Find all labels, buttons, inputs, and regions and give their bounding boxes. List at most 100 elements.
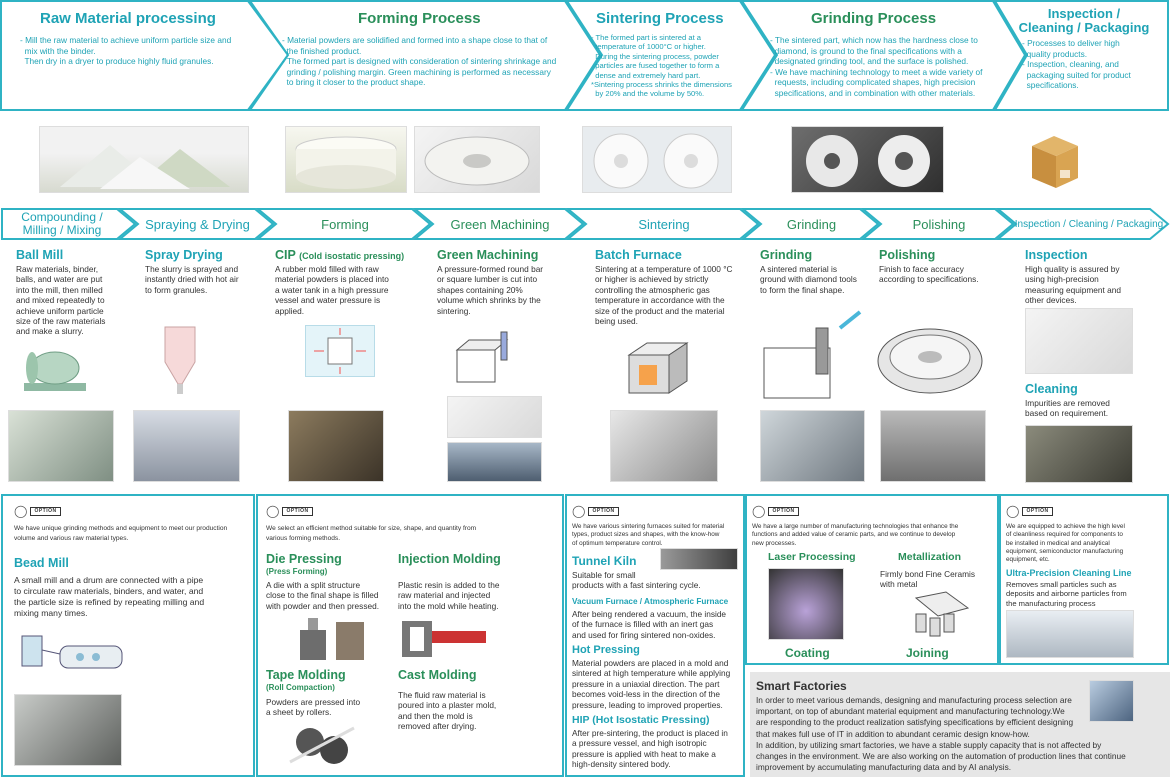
die-pressing-subtitle: (Press Forming) xyxy=(266,567,328,576)
grinding-title: Grinding xyxy=(760,248,813,262)
option-label-2: ◯OPTION xyxy=(266,505,313,517)
ball-mill-photo xyxy=(8,410,114,482)
grinding-process-desc: - The sintered part, which now has the h… xyxy=(770,35,983,98)
raw-material-desc: - Mill the raw material to achieve unifo… xyxy=(20,35,232,66)
injection-molding-title: Injection Molding xyxy=(398,552,501,566)
forming-options-intro: We select an efficient method suitable f… xyxy=(266,525,477,542)
spray-dryer-photo xyxy=(133,410,240,482)
polishing-illustration xyxy=(875,315,985,397)
ball-mill-desc: Raw materials, binder,balls, and water a… xyxy=(16,264,106,337)
cleaning-options-intro: We are equipped to achieve the high leve… xyxy=(1006,523,1125,564)
inspection-process-title: Inspection /Cleaning / Packaging xyxy=(1018,6,1150,35)
option-box-sintering xyxy=(565,494,745,777)
hot-pressing-desc: Material powders are placed in a mold an… xyxy=(572,658,731,710)
option-box-bead-mill xyxy=(1,494,255,777)
option-label-1: ◯OPTION xyxy=(14,505,61,517)
forming-process-desc: - Material powders are solidified and fo… xyxy=(282,35,557,87)
cip-illustration xyxy=(305,325,375,377)
vacuum-furnace-title: Vacuum Furnace / Atmospheric Furnace xyxy=(572,597,729,606)
step-polishing: Polishing xyxy=(912,217,966,232)
batch-furnace-photo xyxy=(610,410,718,482)
grinding-process-title: Grinding Process xyxy=(811,10,937,27)
step-grinding: Grinding xyxy=(786,217,837,232)
tunnel-kiln-photo xyxy=(660,548,738,570)
inspection-photo xyxy=(1025,308,1133,374)
inspection-title: Inspection xyxy=(1025,248,1088,262)
smart-factories-title: Smart Factories xyxy=(756,679,847,693)
sintering-options-intro: We have various sintering furnaces suite… xyxy=(572,523,725,547)
green-machined-part-photo xyxy=(414,126,540,193)
ball-mill-title: Ball Mill xyxy=(16,248,64,262)
step-sintering: Sintering xyxy=(638,217,690,232)
cardboard-box-icon xyxy=(1024,126,1084,194)
green-machining-equipment-photo xyxy=(447,442,542,482)
option-label-3: ◯OPTION xyxy=(572,505,619,517)
grinding-illustration xyxy=(760,308,865,400)
tape-molding-illustration xyxy=(288,718,356,768)
tape-molding-subtitle: (Roll Compaction) xyxy=(266,683,335,692)
option-label-4: ◯OPTION xyxy=(752,505,799,517)
process-chevrons xyxy=(0,0,1169,111)
spray-drying-title: Spray Drying xyxy=(145,248,223,262)
inspection-process-desc: - Processes to deliver high quality prod… xyxy=(1022,38,1131,90)
injection-molding-illustration xyxy=(400,617,490,661)
smart-factories-desc: In order to meet various demands, design… xyxy=(756,695,1126,773)
batch-furnace-illustration xyxy=(625,335,703,395)
vacuum-furnace-desc: After being rendered a vacuum, the insid… xyxy=(572,609,727,640)
grinding-photo xyxy=(760,410,865,482)
spray-dryer-illustration xyxy=(160,322,200,397)
lightbulb-icon: ◯ xyxy=(14,504,28,518)
polishing-photo xyxy=(880,410,986,482)
cleaning-line-photo xyxy=(1006,610,1134,658)
step-compounding: Compounding /Milling / Mixing xyxy=(21,210,103,237)
ultra-precision-cleaning-title: Ultra-Precision Cleaning Line xyxy=(1006,568,1132,578)
ball-mill-illustration xyxy=(20,348,90,393)
lightbulb-icon: ◯ xyxy=(266,504,280,518)
cleaning-title: Cleaning xyxy=(1025,382,1078,396)
lightbulb-icon: ◯ xyxy=(572,504,586,518)
robot-photo xyxy=(1089,680,1134,722)
cleaning-photo xyxy=(1025,425,1133,483)
option-label-5: ◯OPTION xyxy=(1006,505,1053,517)
step-inspection: Inspection / Cleaning / Packaging xyxy=(1014,219,1164,230)
joining-label: Joining xyxy=(906,646,949,660)
bead-mill-photo xyxy=(14,694,122,766)
polishing-title: Polishing xyxy=(879,248,936,262)
option-box-forming xyxy=(256,494,564,777)
green-machining-illustration xyxy=(455,330,535,385)
hip-desc: After pre-sintering, the product is plac… xyxy=(572,728,728,770)
cast-molding-title: Cast Molding xyxy=(398,668,477,682)
die-pressing-illustration xyxy=(296,616,368,664)
cip-title: CIP (Cold isostatic pressing) xyxy=(275,248,405,262)
green-machining-title: Green Machining xyxy=(437,248,539,262)
option-box-cleaning xyxy=(999,494,1169,665)
die-pressing-title: Die Pressing xyxy=(266,552,342,566)
green-machined-part-closeup-photo xyxy=(447,396,542,438)
lightbulb-icon: ◯ xyxy=(752,504,766,518)
step-arrows xyxy=(1,208,1170,240)
bead-mill-title: Bead Mill xyxy=(14,556,69,570)
option-box-grinding xyxy=(745,494,999,665)
sintering-process-title: Sintering Process xyxy=(596,10,724,27)
step-forming: Forming xyxy=(321,217,369,232)
bead-mill-desc: A small mill and a drum are connected wi… xyxy=(14,575,205,618)
step-green-machining: Green Machining xyxy=(450,217,550,232)
grinding-options-intro: We have a large number of manufacturing … xyxy=(752,523,959,547)
coating-label: Coating xyxy=(785,646,830,660)
step-spraying: Spraying & Drying xyxy=(145,217,250,232)
formed-disk-photo xyxy=(285,126,407,193)
bead-mill-intro: We have unique grinding methods and equi… xyxy=(14,525,228,542)
raw-material-title: Raw Material processing xyxy=(40,10,216,27)
cip-vessel-photo xyxy=(288,410,384,482)
